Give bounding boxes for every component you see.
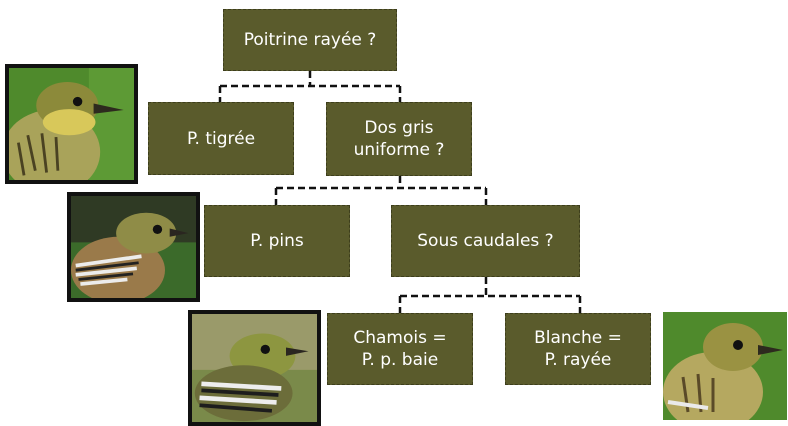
warbler-photo-greenish-wingbars	[188, 310, 321, 426]
node-chamois-p-p-baie: Chamois = P. p. baie	[327, 313, 473, 385]
warbler-photo-olive-gray	[67, 192, 200, 302]
node-p-pins: P. pins	[204, 205, 350, 277]
warbler-photo-yellow-streaked-right	[663, 312, 787, 420]
node-p-tigree: P. tigrée	[148, 102, 294, 175]
warbler-photo-streaked-yellow	[5, 64, 138, 184]
node-dos-gris-uniforme: Dos gris uniforme ?	[326, 102, 472, 176]
node-blanche-p-rayee: Blanche = P. rayée	[505, 313, 651, 385]
node-poitrine-rayee: Poitrine rayée ?	[223, 9, 397, 71]
node-sous-caudales: Sous caudales ?	[391, 205, 580, 277]
